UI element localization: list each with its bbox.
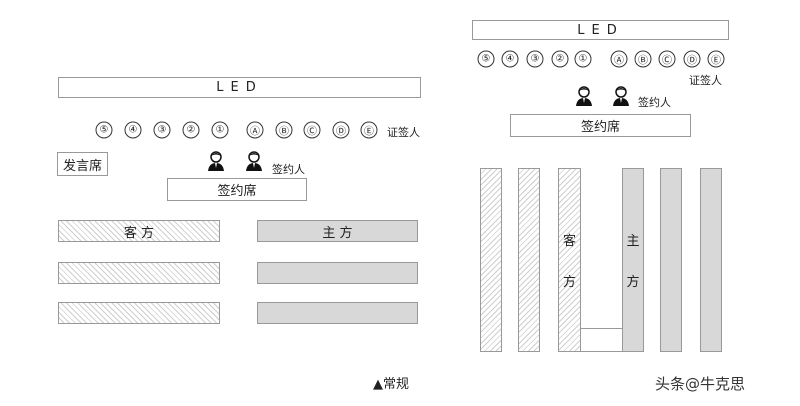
signer-person-icon	[613, 86, 629, 106]
guest-column	[518, 168, 540, 352]
guest-label: 方	[562, 275, 576, 290]
signing-table-label: 签约席	[580, 120, 620, 135]
host-column: 主方	[622, 168, 644, 352]
podium: 发言席	[57, 152, 108, 176]
witness-label: 证签人	[387, 126, 420, 139]
witness-seat: Ⓔ	[360, 121, 378, 139]
witness-seat: Ⓑ	[275, 121, 293, 139]
witness-seat: Ⓓ	[683, 50, 701, 68]
host-row	[257, 262, 418, 284]
witness-seat: Ⓑ	[634, 50, 652, 68]
signing-table: 签约席	[167, 178, 307, 201]
signer-label: 签约人	[272, 163, 305, 176]
witness-seat: ④	[124, 121, 142, 139]
witness-seat: ④	[501, 50, 519, 68]
host-row: 主 方	[257, 220, 418, 242]
guest-row	[58, 262, 220, 284]
signer-person-icon	[208, 151, 224, 171]
witness-seat: ②	[182, 121, 200, 139]
signer-person-icon	[576, 86, 592, 106]
witness-seat: Ⓒ	[658, 50, 676, 68]
witness-seat: ⑤	[95, 121, 113, 139]
connector-table	[580, 328, 623, 352]
witness-seat: ③	[526, 50, 544, 68]
led-label: LED	[216, 80, 263, 95]
guest-column: 客方	[558, 168, 581, 352]
signer-person-icon	[246, 151, 262, 171]
guest-row: 客 方	[58, 220, 220, 242]
signing-table: 签约席	[510, 114, 691, 137]
witness-seat: Ⓒ	[303, 121, 321, 139]
witness-label: 证签人	[689, 74, 722, 87]
host-label: 方	[626, 275, 640, 290]
host-label: 主	[626, 234, 640, 249]
led-label: LED	[577, 22, 624, 38]
witness-seat: ③	[153, 121, 171, 139]
led-screen-right: LED	[472, 20, 729, 40]
host-column	[700, 168, 722, 352]
host-row	[257, 302, 418, 324]
witness-seat: ①	[574, 50, 592, 68]
witness-seat: Ⓔ	[707, 50, 725, 68]
guest-row	[58, 302, 220, 324]
watermark: 头条@牛克思	[655, 375, 746, 393]
witness-seat: Ⓓ	[332, 121, 350, 139]
signer-label: 签约人	[638, 96, 671, 109]
signing-table-label: 签约席	[217, 184, 257, 199]
witness-seat: ⑤	[477, 50, 495, 68]
host-column	[660, 168, 682, 352]
witness-seat: ①	[211, 121, 229, 139]
witness-seat: Ⓐ	[246, 121, 264, 139]
witness-seat: ②	[551, 50, 569, 68]
caption-regular: ▲常规	[373, 377, 409, 392]
guest-label: 客 方	[123, 225, 155, 241]
guest-label: 客	[562, 234, 576, 249]
host-label: 主 方	[322, 225, 353, 241]
witness-seat: Ⓐ	[610, 50, 628, 68]
led-screen-left: LED	[58, 77, 421, 98]
podium-label: 发言席	[62, 158, 102, 174]
guest-column	[480, 168, 502, 352]
